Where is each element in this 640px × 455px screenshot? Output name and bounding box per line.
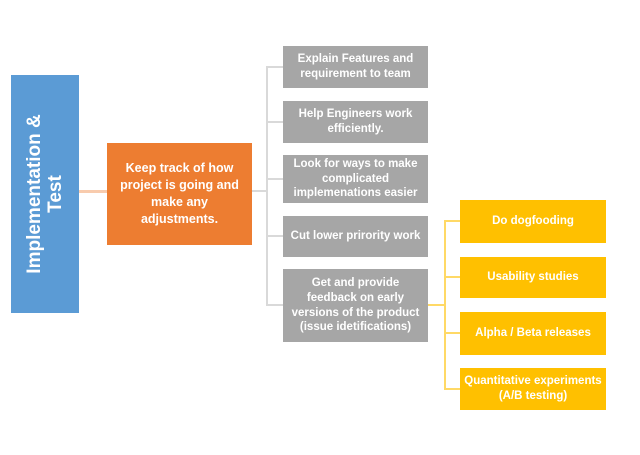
root-node-implementation-test: Implementation & Test xyxy=(11,75,79,313)
connector-branch-task-3 xyxy=(267,178,283,180)
summary-node-keep-track: Keep track of how project is going and m… xyxy=(107,143,252,245)
task-node-cut-low-priority: Cut lower prirority work xyxy=(283,216,428,257)
connector-root-to-summary xyxy=(79,190,107,193)
task-node-explain-features: Explain Features and requirement to team xyxy=(283,46,428,88)
method-node-usability-studies: Usability studies xyxy=(460,257,606,298)
task-node-feedback-early-versions: Get and provide feedback on early versio… xyxy=(283,269,428,342)
connector-summary-to-task-trunk xyxy=(252,190,268,192)
root-node-label: Implementation & Test xyxy=(23,114,66,274)
method-node-dogfooding: Do dogfooding xyxy=(460,200,606,243)
connector-branch-task-5 xyxy=(267,304,283,306)
connector-branch-task-4 xyxy=(267,235,283,237)
connector-branch-method-4 xyxy=(445,388,460,390)
task-node-simplify-implementations: Look for ways to make complicated implem… xyxy=(283,155,428,203)
connector-branch-task-2 xyxy=(267,121,283,123)
method-node-alpha-beta-releases: Alpha / Beta releases xyxy=(460,312,606,355)
connector-method-trunk xyxy=(444,220,446,390)
task-node-help-engineers: Help Engineers work efficiently. xyxy=(283,101,428,143)
connector-branch-method-3 xyxy=(445,332,460,334)
connector-branch-method-2 xyxy=(445,276,460,278)
method-node-quantitative-experiments: Quantitative experiments (A/B testing) xyxy=(460,368,606,410)
root-node-rotated-text-wrap: Implementation & Test xyxy=(11,75,79,313)
connector-task-trunk xyxy=(266,66,268,306)
connector-branch-method-1 xyxy=(445,220,460,222)
connector-task5-to-method-trunk xyxy=(428,304,446,306)
connector-branch-task-1 xyxy=(267,66,283,68)
